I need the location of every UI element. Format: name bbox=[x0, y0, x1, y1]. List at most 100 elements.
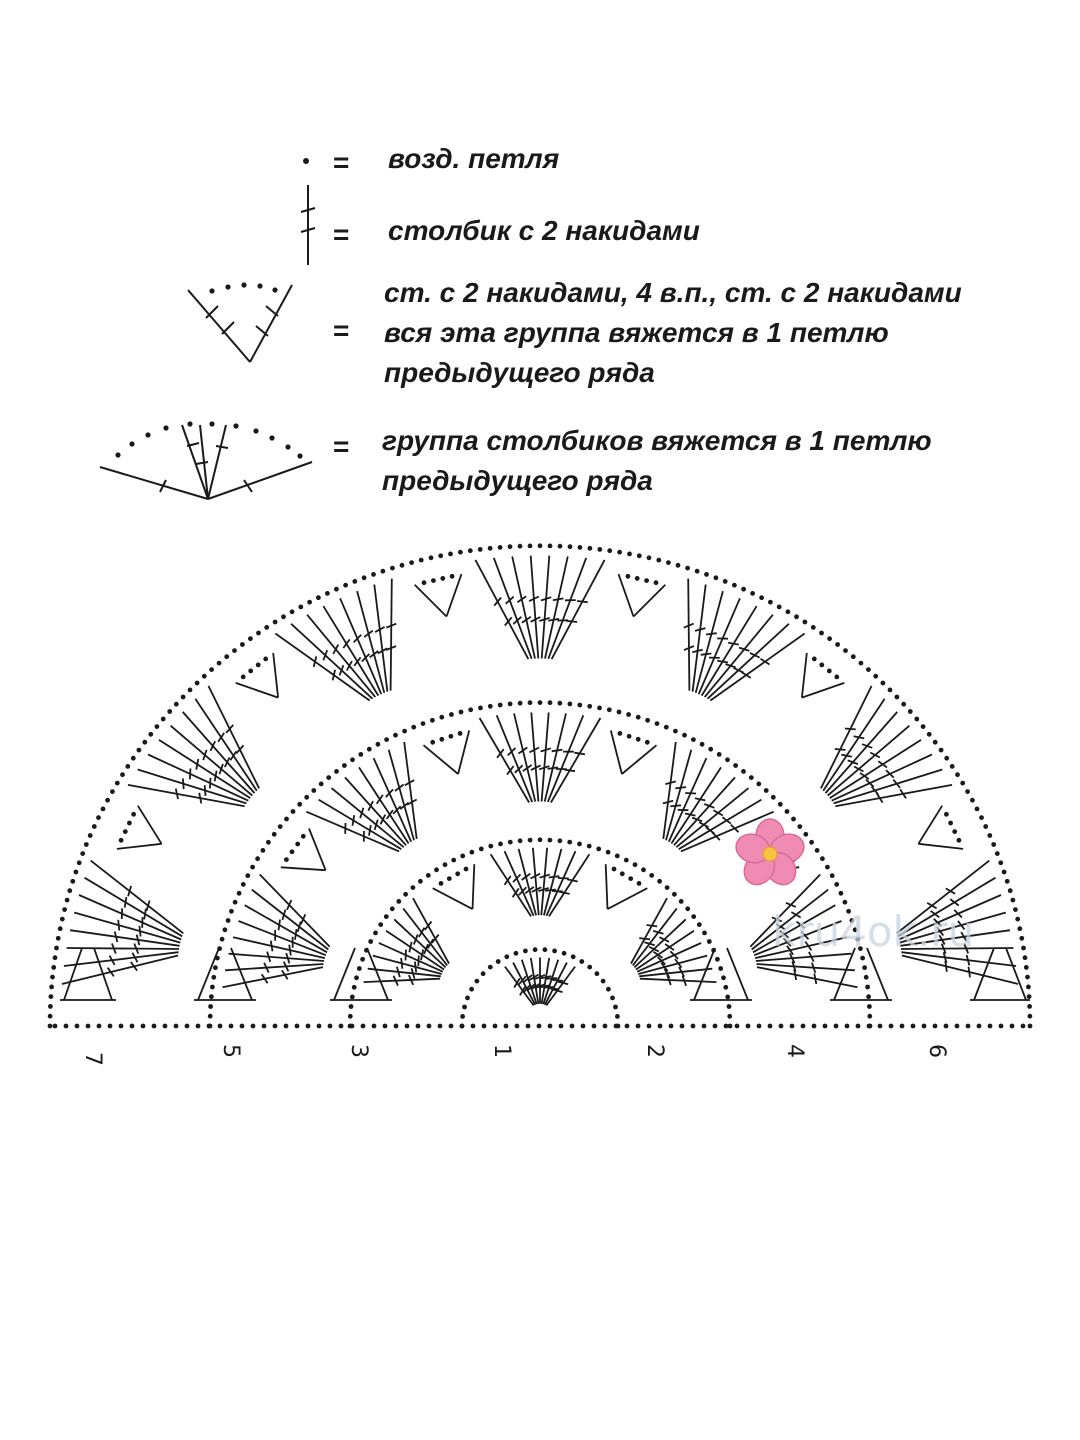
v-group-stitch bbox=[604, 864, 609, 910]
chain-dot bbox=[776, 604, 782, 610]
stitch-bar bbox=[675, 786, 687, 790]
stitch-bar bbox=[189, 768, 192, 780]
chain-dot bbox=[173, 701, 179, 707]
chain-dot bbox=[615, 1014, 620, 1019]
chain-dot bbox=[348, 1004, 354, 1009]
chain-dot bbox=[289, 849, 295, 855]
chain-dot bbox=[228, 1023, 234, 1029]
chain-dot bbox=[644, 578, 649, 583]
chain-dot bbox=[284, 816, 289, 822]
chain-dot bbox=[334, 769, 339, 774]
stitch-bar bbox=[526, 983, 536, 992]
chain-dot bbox=[733, 763, 738, 768]
chain-dot bbox=[517, 543, 523, 549]
double-treble-stitch bbox=[73, 911, 181, 944]
chain-dot bbox=[527, 837, 533, 843]
chain-dot bbox=[706, 939, 712, 944]
chain-dot bbox=[122, 829, 128, 834]
stitch-bar bbox=[540, 975, 552, 980]
chain-dot bbox=[62, 907, 67, 912]
double-treble-stitch bbox=[339, 597, 383, 695]
stitch-bar bbox=[944, 960, 948, 972]
chain-dot bbox=[307, 599, 312, 605]
stitch-bar bbox=[811, 962, 817, 974]
chain-dot bbox=[542, 947, 548, 953]
stitch-bar bbox=[899, 788, 907, 799]
chain-dot bbox=[537, 700, 543, 705]
stitch-bar bbox=[566, 878, 578, 883]
stitch-bar bbox=[195, 758, 200, 770]
stitch-bar bbox=[558, 890, 570, 895]
stitch-bar bbox=[892, 779, 901, 789]
double-treble-stitch bbox=[667, 757, 708, 843]
chain-dot bbox=[162, 1023, 168, 1029]
double-treble-stitch bbox=[675, 787, 750, 848]
chain-dot bbox=[52, 1023, 58, 1029]
chain-dot bbox=[825, 864, 830, 870]
legend-label: предыдущего ряда bbox=[382, 465, 653, 496]
stitch-bar bbox=[930, 910, 940, 919]
chain-dot bbox=[701, 1023, 707, 1029]
chain-dot bbox=[154, 724, 160, 729]
v-group-stitch bbox=[607, 887, 648, 910]
chain-dot bbox=[487, 545, 493, 551]
double-treble-stitch bbox=[546, 714, 585, 803]
chain-dot bbox=[691, 737, 696, 742]
stitch-bar bbox=[260, 973, 269, 984]
stitch-bar bbox=[368, 824, 372, 836]
stitch-bar bbox=[552, 978, 564, 982]
stitch-bar bbox=[870, 785, 879, 796]
chain-dot bbox=[586, 843, 592, 849]
chain-dot bbox=[745, 1023, 751, 1029]
double-treble-stitch bbox=[222, 966, 324, 989]
chain-dot bbox=[537, 543, 543, 549]
chain-dot bbox=[866, 667, 871, 672]
stitch-bar bbox=[117, 919, 121, 931]
stitch-bar bbox=[406, 798, 418, 806]
chain-dot bbox=[654, 721, 660, 726]
chain-dot bbox=[350, 757, 355, 763]
chain-dot bbox=[468, 707, 474, 713]
double-treble-stitch bbox=[543, 848, 563, 916]
chain-dot bbox=[547, 1023, 553, 1029]
chain-dot bbox=[404, 1023, 410, 1029]
stitch-bar bbox=[519, 985, 527, 996]
chain-dot bbox=[517, 700, 523, 706]
chain-dot bbox=[207, 1013, 213, 1019]
chain-dot bbox=[991, 842, 997, 847]
stitch-bar bbox=[113, 931, 119, 943]
chain-dot bbox=[894, 694, 900, 700]
double-treble-stitch bbox=[827, 725, 910, 797]
stitch-bar bbox=[800, 930, 810, 940]
stitch-bar bbox=[545, 888, 557, 892]
chain-dot bbox=[672, 891, 677, 897]
stitch-bar bbox=[546, 977, 558, 980]
stitch-bar bbox=[808, 951, 815, 962]
chain-dot bbox=[715, 956, 720, 962]
legend-label: столбик с 2 накидами bbox=[388, 215, 700, 246]
chain-dot bbox=[349, 994, 355, 1000]
double-treble-stitch bbox=[344, 776, 407, 846]
double-treble-stitch bbox=[548, 853, 591, 917]
stitch-bar bbox=[576, 600, 588, 604]
chain-dot bbox=[383, 914, 389, 919]
chain-dot bbox=[803, 831, 809, 837]
stitch-bar bbox=[512, 873, 522, 883]
chain-dot bbox=[750, 591, 755, 596]
stitch-bar bbox=[861, 743, 873, 749]
double-treble-stitch bbox=[402, 907, 448, 967]
stitch-bar bbox=[564, 768, 576, 773]
stitch-bar bbox=[834, 748, 846, 751]
stitch-bar bbox=[717, 659, 729, 664]
chain-dot bbox=[944, 755, 950, 761]
chain-dot bbox=[349, 1023, 355, 1029]
stitch-bar bbox=[547, 766, 559, 770]
double-treble-stitch bbox=[372, 757, 413, 843]
chain-dot bbox=[591, 1023, 597, 1029]
chain-dot bbox=[216, 660, 222, 666]
chain-dot bbox=[236, 890, 242, 896]
chain-dot bbox=[899, 1023, 905, 1029]
chain-dot bbox=[194, 680, 200, 686]
stitch-bar bbox=[351, 814, 356, 826]
double-treble-stitch bbox=[158, 739, 251, 799]
